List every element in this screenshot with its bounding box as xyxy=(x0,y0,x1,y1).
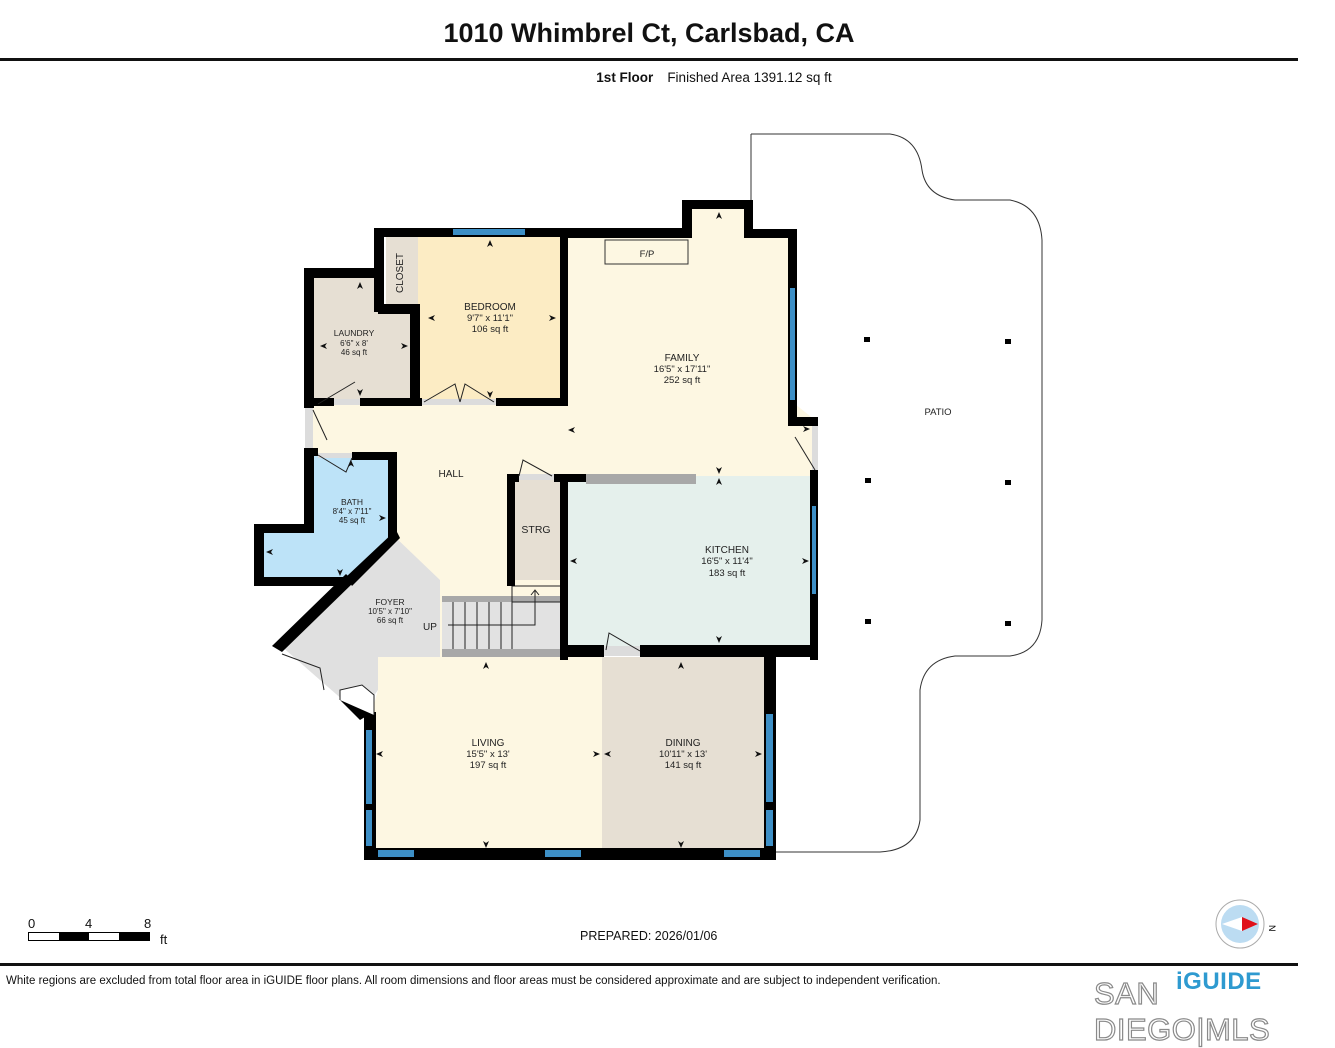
bedroom-floor xyxy=(418,236,566,400)
living-floor xyxy=(370,657,602,852)
svg-text:DINING: DINING xyxy=(666,738,701,749)
room-label-kitchen: KITCHEN 16'5" x 11'4" 183 sq ft xyxy=(701,545,752,579)
patio-posts xyxy=(864,337,1011,626)
svg-text:197 sq ft: 197 sq ft xyxy=(470,760,507,771)
room-label-closet: CLOSET xyxy=(395,253,406,293)
svg-text:6'6" x 8': 6'6" x 8' xyxy=(340,339,368,348)
compass-north-icon: N xyxy=(1214,898,1280,955)
svg-text:16'5" x 11'4": 16'5" x 11'4" xyxy=(701,556,752,567)
svg-text:10'5" x 7'10": 10'5" x 7'10" xyxy=(368,607,412,616)
svg-text:15'5" x 13': 15'5" x 13' xyxy=(466,749,510,760)
room-label-family: FAMILY 16'5" x 17'11" 252 sq ft xyxy=(654,353,711,386)
dimension-arrows xyxy=(266,212,810,848)
room-label-laundry: LAUNDRY 6'6" x 8' 46 sq ft xyxy=(334,328,375,357)
iguide-logo: iGUIDE xyxy=(1176,968,1262,995)
room-label-foyer: FOYER 10'5" x 7'10" 66 sq ft xyxy=(368,597,412,625)
footer-divider xyxy=(0,963,1298,966)
scale-unit: ft xyxy=(160,932,168,947)
stairs-up-label: UP xyxy=(423,622,437,633)
room-label-patio: PATIO xyxy=(924,407,951,418)
family-floor xyxy=(566,206,815,476)
windows xyxy=(366,229,816,857)
svg-text:LIVING: LIVING xyxy=(472,738,505,749)
kitchen-floor xyxy=(566,476,815,653)
patio-outline xyxy=(751,133,1043,853)
storage-floor xyxy=(512,478,560,580)
svg-text:106 sq ft: 106 sq ft xyxy=(472,324,509,335)
svg-text:N: N xyxy=(1267,925,1277,932)
svg-text:252 sq ft: 252 sq ft xyxy=(664,375,701,386)
prepared-date: PREPARED: 2026/01/06 xyxy=(580,929,718,943)
svg-text:183 sq ft: 183 sq ft xyxy=(709,568,746,579)
laundry-floor xyxy=(312,276,418,400)
floor-summary: 1st Floor Finished Area 1391.12 sq ft xyxy=(0,70,1298,85)
scale-tick-0: 0 xyxy=(28,916,36,931)
disclaimer-text: White regions are excluded from total fl… xyxy=(6,975,941,987)
svg-text:LAUNDRY: LAUNDRY xyxy=(334,328,375,338)
room-label-bedroom: BEDROOM 9'7" x 11'1" 106 sq ft xyxy=(464,302,516,335)
svg-text:46 sq ft: 46 sq ft xyxy=(341,348,368,357)
svg-text:9'7" x 11'1": 9'7" x 11'1" xyxy=(467,313,513,324)
floor-label: 1st Floor xyxy=(596,70,654,85)
svg-text:FAMILY: FAMILY xyxy=(665,353,700,364)
svg-text:8'4" x 7'11": 8'4" x 7'11" xyxy=(333,507,372,516)
bath-floor xyxy=(262,455,393,580)
scale-tick-8: 8 xyxy=(144,916,152,931)
property-address-title: 1010 Whimbrel Ct, Carlsbad, CA xyxy=(443,18,855,48)
room-label-dining: DINING 10'11" x 13' 141 sq ft xyxy=(659,738,707,771)
finished-area: Finished Area 1391.12 sq ft xyxy=(667,70,832,85)
header-divider xyxy=(0,58,1298,61)
scale-bar: 0 4 8 ft xyxy=(28,916,167,947)
floor-plan: BEDROOM 9'7" x 11'1" 106 sq ft CLOSET LA… xyxy=(254,133,1043,860)
svg-text:KITCHEN: KITCHEN xyxy=(705,545,749,556)
svg-text:16'5" x 17'11": 16'5" x 17'11" xyxy=(654,364,711,375)
svg-text:10'11" x 13': 10'11" x 13' xyxy=(659,749,707,760)
stair-treads xyxy=(442,585,560,657)
room-label-bath: BATH 8'4" x 7'11" 45 sq ft xyxy=(333,497,372,525)
svg-text:FOYER: FOYER xyxy=(375,597,404,607)
svg-text:45 sq ft: 45 sq ft xyxy=(339,516,366,525)
room-label-living: LIVING 15'5" x 13' 197 sq ft xyxy=(466,738,510,771)
kitchen-counter xyxy=(586,474,696,484)
room-label-hall: HALL xyxy=(438,469,463,480)
room-label-storage: STRG xyxy=(521,524,550,536)
svg-text:66 sq ft: 66 sq ft xyxy=(377,616,404,625)
svg-text:BATH: BATH xyxy=(341,497,363,507)
dining-floor xyxy=(602,657,768,852)
svg-text:141 sq ft: 141 sq ft xyxy=(665,760,702,771)
room-label-fireplace: F/P xyxy=(640,249,655,260)
doors xyxy=(281,381,818,715)
scale-tick-4: 4 xyxy=(85,916,93,931)
closet-floor xyxy=(386,236,418,312)
svg-text:BEDROOM: BEDROOM xyxy=(464,302,516,313)
fireplace xyxy=(604,239,689,265)
